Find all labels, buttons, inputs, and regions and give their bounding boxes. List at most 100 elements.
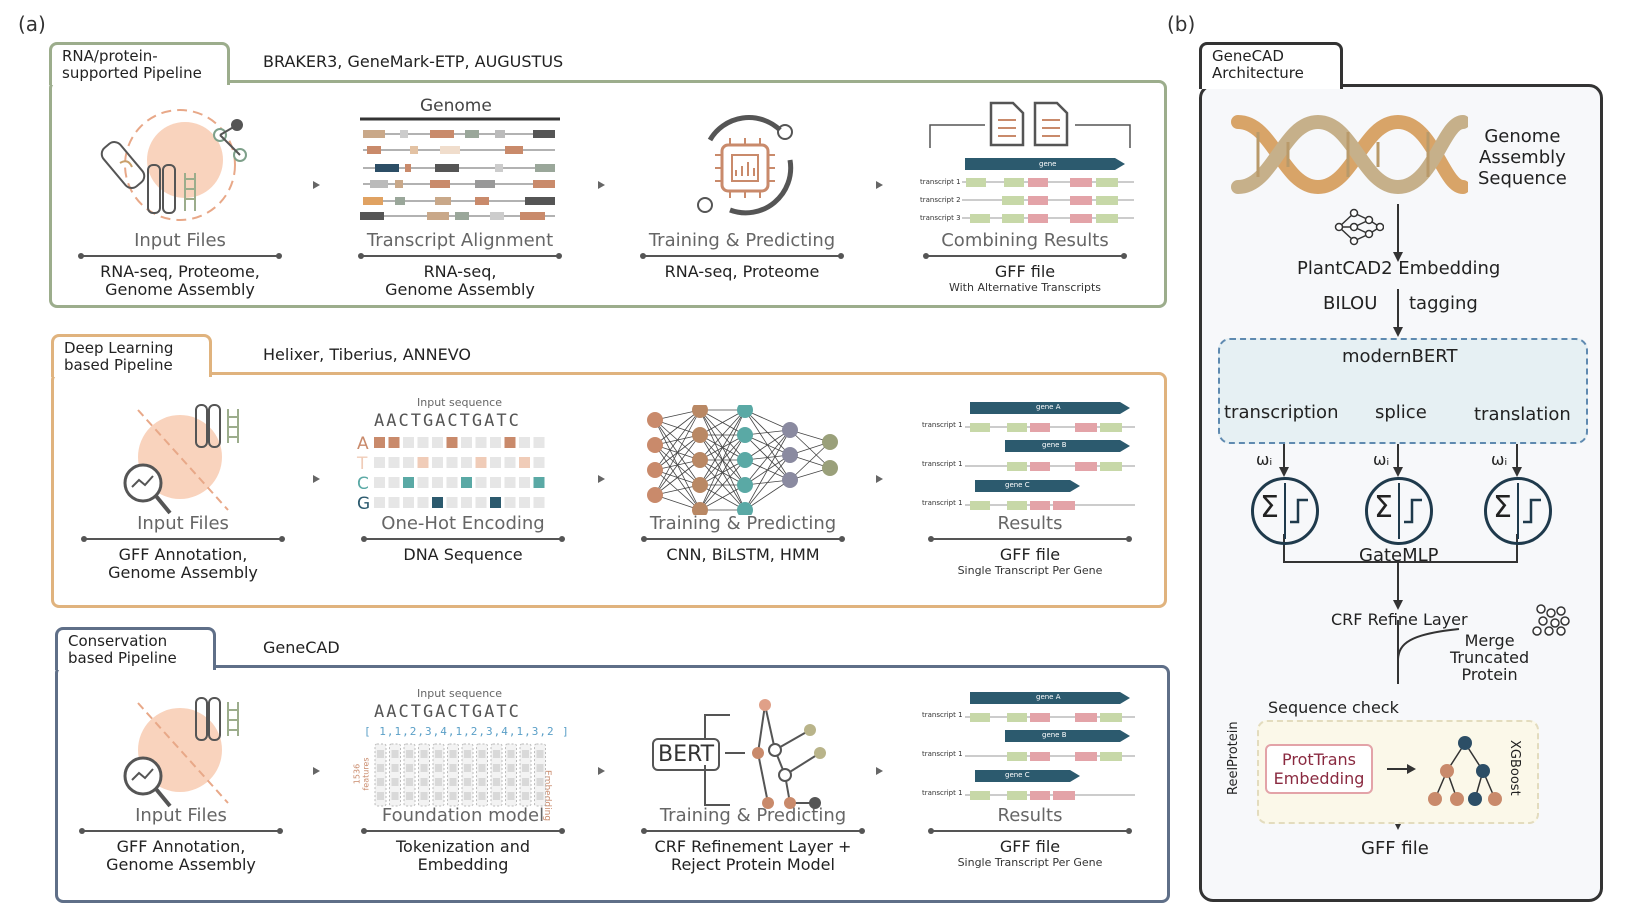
stage-combining-results: Combining Results GFF file With Alternat… bbox=[915, 230, 1135, 294]
gatemlp-label: GateMLP bbox=[1359, 545, 1439, 566]
nn-node bbox=[692, 405, 708, 418]
embedding-cell bbox=[406, 750, 413, 758]
flow-arrow bbox=[876, 181, 883, 189]
stage-transcript-alignment: Transcript Alignment RNA-seq, Genome Ass… bbox=[350, 230, 570, 299]
step-function-icon bbox=[1523, 498, 1541, 524]
one-hot-cell bbox=[446, 497, 458, 508]
nn-edge bbox=[654, 409, 701, 496]
input-seq-label: Input sequence bbox=[417, 396, 502, 409]
token-ids: [ 1,1,2,3,4,1,2,3,4,1,3,2 ] bbox=[364, 725, 570, 738]
embedding-cell bbox=[449, 792, 457, 800]
one-hot-cell bbox=[374, 457, 385, 468]
embedding-cell bbox=[522, 778, 529, 786]
stage-results: Results GFF file Single Transcript Per G… bbox=[920, 805, 1140, 869]
stage-desc: DNA Sequence bbox=[403, 545, 523, 564]
pipeline-tab: Conservation based Pipeline bbox=[55, 627, 216, 670]
embedding-cell bbox=[536, 792, 544, 800]
base-label: C bbox=[357, 474, 369, 494]
pipeline-box bbox=[51, 372, 1167, 608]
one-hot-cell bbox=[374, 477, 385, 488]
one-hot-cell bbox=[432, 437, 443, 448]
flow-arrow bbox=[876, 475, 883, 483]
transcript-label: transcript 1 bbox=[922, 460, 963, 468]
features-label: 1536 features bbox=[352, 757, 371, 791]
stage-divider bbox=[640, 253, 844, 259]
one-hot-cell bbox=[388, 497, 400, 508]
nn-edge bbox=[744, 429, 791, 486]
gene-label: gene A bbox=[1036, 693, 1061, 701]
transcript-label: transcript 3 bbox=[920, 214, 961, 222]
gff-results-icon bbox=[965, 402, 1135, 510]
arrow-icon bbox=[1387, 764, 1416, 774]
nn-node bbox=[822, 434, 838, 450]
embedding-cell bbox=[464, 764, 471, 772]
step-function-icon bbox=[1404, 498, 1422, 524]
nn-edge bbox=[699, 409, 746, 461]
one-hot-cell bbox=[446, 477, 458, 488]
flow-arrow bbox=[313, 767, 320, 775]
one-hot-cell bbox=[519, 497, 530, 508]
gene-label: gene B bbox=[1042, 441, 1067, 449]
embedding-cell bbox=[449, 778, 457, 786]
one-hot-grid bbox=[374, 437, 545, 508]
nn-edge bbox=[654, 409, 701, 471]
embedding-cell bbox=[493, 764, 500, 772]
one-hot-cell bbox=[504, 457, 516, 468]
stage-desc: CRF Refinement Layer + Reject Protein Mo… bbox=[654, 837, 852, 874]
embedding-cell bbox=[522, 764, 529, 772]
pipeline-box bbox=[55, 665, 1170, 903]
nn-node bbox=[692, 427, 708, 443]
one-hot-cell bbox=[388, 457, 400, 468]
one-hot-cell bbox=[388, 477, 400, 488]
embedding-cell bbox=[377, 778, 384, 786]
sum-icon: Σ bbox=[1260, 490, 1279, 525]
genome-label: Genome bbox=[420, 96, 492, 116]
protein-cluster-icon bbox=[1532, 604, 1570, 636]
nn-node bbox=[737, 427, 753, 443]
gff-combined-icon bbox=[929, 101, 1131, 170]
transcript-label: transcript 1 bbox=[920, 178, 961, 186]
weight-label: ωᵢ bbox=[1491, 450, 1508, 469]
stage-desc: CNN, BiLSTM, HMM bbox=[666, 545, 820, 564]
transcript-label: transcript 1 bbox=[922, 750, 963, 758]
one-hot-cell bbox=[504, 437, 516, 448]
nn-node bbox=[782, 447, 798, 463]
one-hot-cell bbox=[490, 497, 501, 508]
pipeline-tab: RNA/protein- supported Pipeline bbox=[49, 42, 230, 85]
stage-divider bbox=[358, 253, 562, 259]
architecture-tab: GeneCAD Architecture bbox=[1199, 42, 1343, 89]
genome-sequence-label: Genome Assembly Sequence bbox=[1478, 126, 1567, 189]
stage-title: Foundation model bbox=[381, 805, 545, 826]
nn-node bbox=[647, 487, 663, 503]
one-hot-cell bbox=[374, 497, 385, 508]
pipeline-tab: Deep Learning based Pipeline bbox=[51, 334, 212, 377]
one-hot-cell bbox=[432, 457, 443, 468]
one-hot-cell bbox=[403, 497, 414, 508]
modernbert-block bbox=[1218, 338, 1588, 444]
nn-node bbox=[782, 422, 798, 438]
nn-edge bbox=[699, 459, 746, 511]
one-hot-cell bbox=[403, 457, 414, 468]
embedding-cell bbox=[493, 750, 500, 758]
embedding-cell bbox=[435, 764, 442, 772]
one-hot-cell bbox=[446, 457, 458, 468]
stage-desc: Tokenization and Embedding bbox=[395, 837, 530, 874]
input-files-dna-icon bbox=[123, 697, 239, 808]
nn-node bbox=[647, 437, 663, 453]
divider bbox=[1517, 483, 1519, 539]
panel-a-label: (a) bbox=[18, 12, 46, 36]
tagging-label: tagging bbox=[1409, 293, 1478, 314]
gff-results-icon bbox=[965, 692, 1135, 800]
stage-desc: GFF file bbox=[994, 262, 1056, 281]
transcript-label: transcript 1 bbox=[922, 421, 963, 429]
one-hot-cell bbox=[533, 437, 545, 448]
stage-desc: GFF file bbox=[999, 837, 1061, 856]
nn-edge bbox=[744, 429, 791, 511]
stage-desc: RNA-seq, Proteome bbox=[664, 262, 820, 281]
embedding-column bbox=[534, 743, 546, 807]
embedding-cell bbox=[420, 750, 428, 758]
stage-results: Results GFF file Single Transcript Per G… bbox=[920, 513, 1140, 577]
embedding-cell bbox=[478, 764, 486, 772]
one-hot-cell bbox=[403, 437, 414, 448]
input-files-icon bbox=[100, 109, 247, 221]
